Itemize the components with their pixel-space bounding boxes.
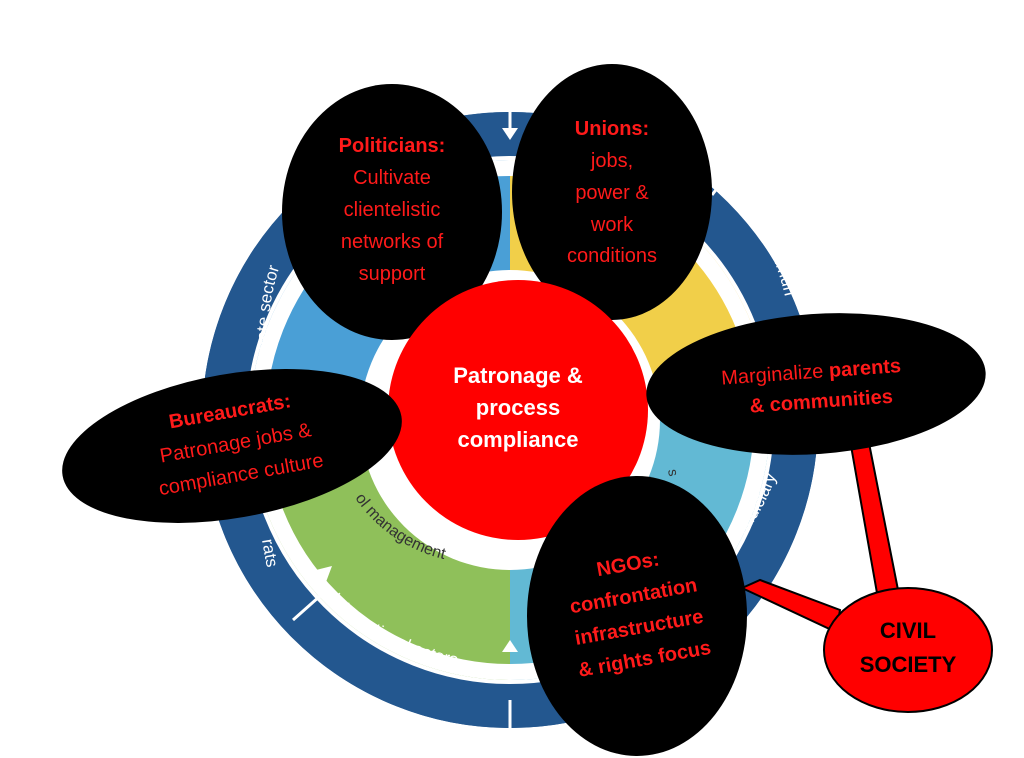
politicians-bubble — [282, 84, 502, 340]
unions-title: Unions: — [575, 118, 649, 140]
politicians-line2: clientelistic — [344, 199, 441, 221]
civil-society-tail-lower — [739, 578, 842, 634]
civil-society-line1: CIVIL — [880, 618, 936, 643]
unions-line3: work — [590, 214, 634, 236]
center-line2: process — [476, 395, 560, 420]
bureaucrats-bubble — [62, 369, 402, 523]
label-bureaucrats-fragment: rats — [258, 537, 282, 568]
civil-society-tail-upper — [848, 436, 902, 612]
center-circle — [388, 280, 648, 540]
civil-society-callout — [823, 587, 993, 713]
civil-society-line2: SOCIETY — [860, 652, 957, 677]
politicians-line4: support — [359, 263, 426, 285]
politicians-title: Politicians: — [339, 135, 446, 157]
label-cyan-fragment: s — [665, 468, 682, 478]
ngos-bubble — [527, 476, 747, 756]
unions-line2: power & — [575, 182, 649, 204]
center-line3: compliance — [457, 427, 578, 452]
parents-bubble — [646, 313, 986, 455]
politicians-line3: networks of — [341, 231, 444, 253]
politicians-line1: Cultivate — [353, 167, 431, 189]
center-line1: Patronage & — [453, 363, 583, 388]
unions-line1: jobs, — [590, 150, 633, 172]
unions-line4: conditions — [567, 245, 657, 267]
unions-bubble — [512, 64, 712, 320]
